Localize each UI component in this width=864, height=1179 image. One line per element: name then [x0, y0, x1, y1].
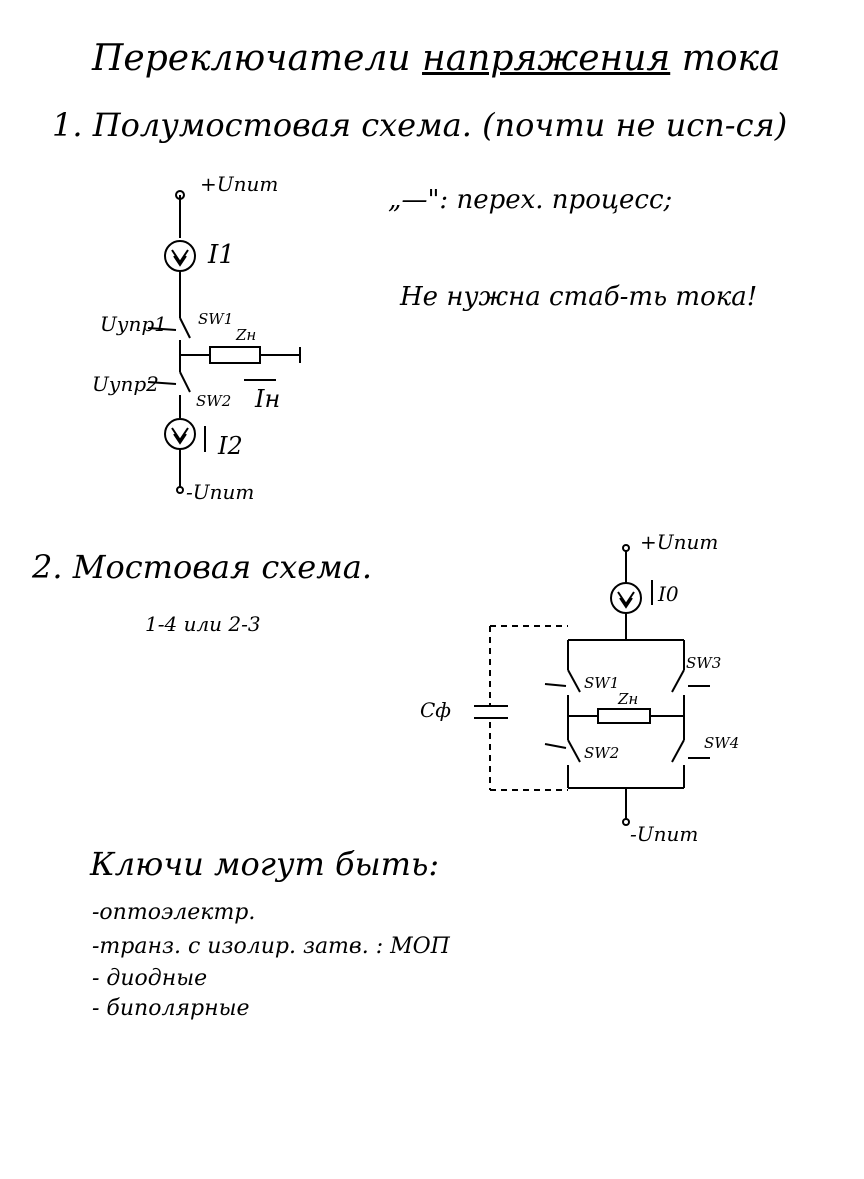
keys-item-bipolar: - биполярные [92, 996, 250, 1021]
hb-i1-label: I1 [208, 240, 235, 270]
keys-item-mos-transistor: -транз. с изолир. затв. : МОП [92, 934, 450, 959]
br-vplus-label: +Uпит [640, 530, 719, 554]
br-zn-label: Zн [618, 690, 639, 708]
hb-vminus-label: -Uпит [186, 480, 255, 504]
br-cf-label: Cф [420, 698, 451, 722]
hb-vplus-label: +Uпит [200, 172, 279, 196]
hb-sw1-label: SW1 [198, 310, 234, 328]
section1-note-transient: „—": перех. процесс; [388, 185, 673, 215]
section1-note-stability: Не нужна стаб-ть тока! [400, 282, 758, 312]
br-sw1-label: SW1 [584, 674, 620, 692]
title-word-3: тока [681, 38, 781, 79]
section1-heading: 1. Полумостовая схема. (почти не исп-ся) [52, 106, 788, 144]
br-i0-label: I0 [658, 582, 679, 606]
br-vminus-label: -Uпит [630, 822, 699, 846]
section2-note: 1-4 или 2-3 [145, 612, 261, 636]
hb-uupr2-label: Uупр2 [92, 372, 159, 396]
hb-zn-label: Zн [236, 326, 257, 344]
keys-item-diode: - диодные [92, 966, 208, 991]
section2-heading: 2. Мостовая схема. [32, 548, 373, 586]
title-word-1: Переключатели [92, 38, 411, 79]
page-title: Переключатели напряжения тока [92, 38, 780, 79]
hb-in-label: Iн [255, 385, 281, 413]
hb-i2-label: I2 [218, 432, 243, 460]
br-sw3-label: SW3 [686, 654, 722, 672]
br-sw4-label: SW4 [704, 734, 740, 752]
keys-heading: Ключи могут быть: [90, 845, 440, 883]
keys-item-optoelectronic: -оптоэлектр. [92, 900, 256, 925]
hb-sw2-label: SW2 [196, 392, 232, 410]
title-word-2: напряжения [422, 38, 671, 79]
br-sw2-label: SW2 [584, 744, 620, 762]
hb-uupr1-label: Uупр1 [100, 312, 167, 336]
